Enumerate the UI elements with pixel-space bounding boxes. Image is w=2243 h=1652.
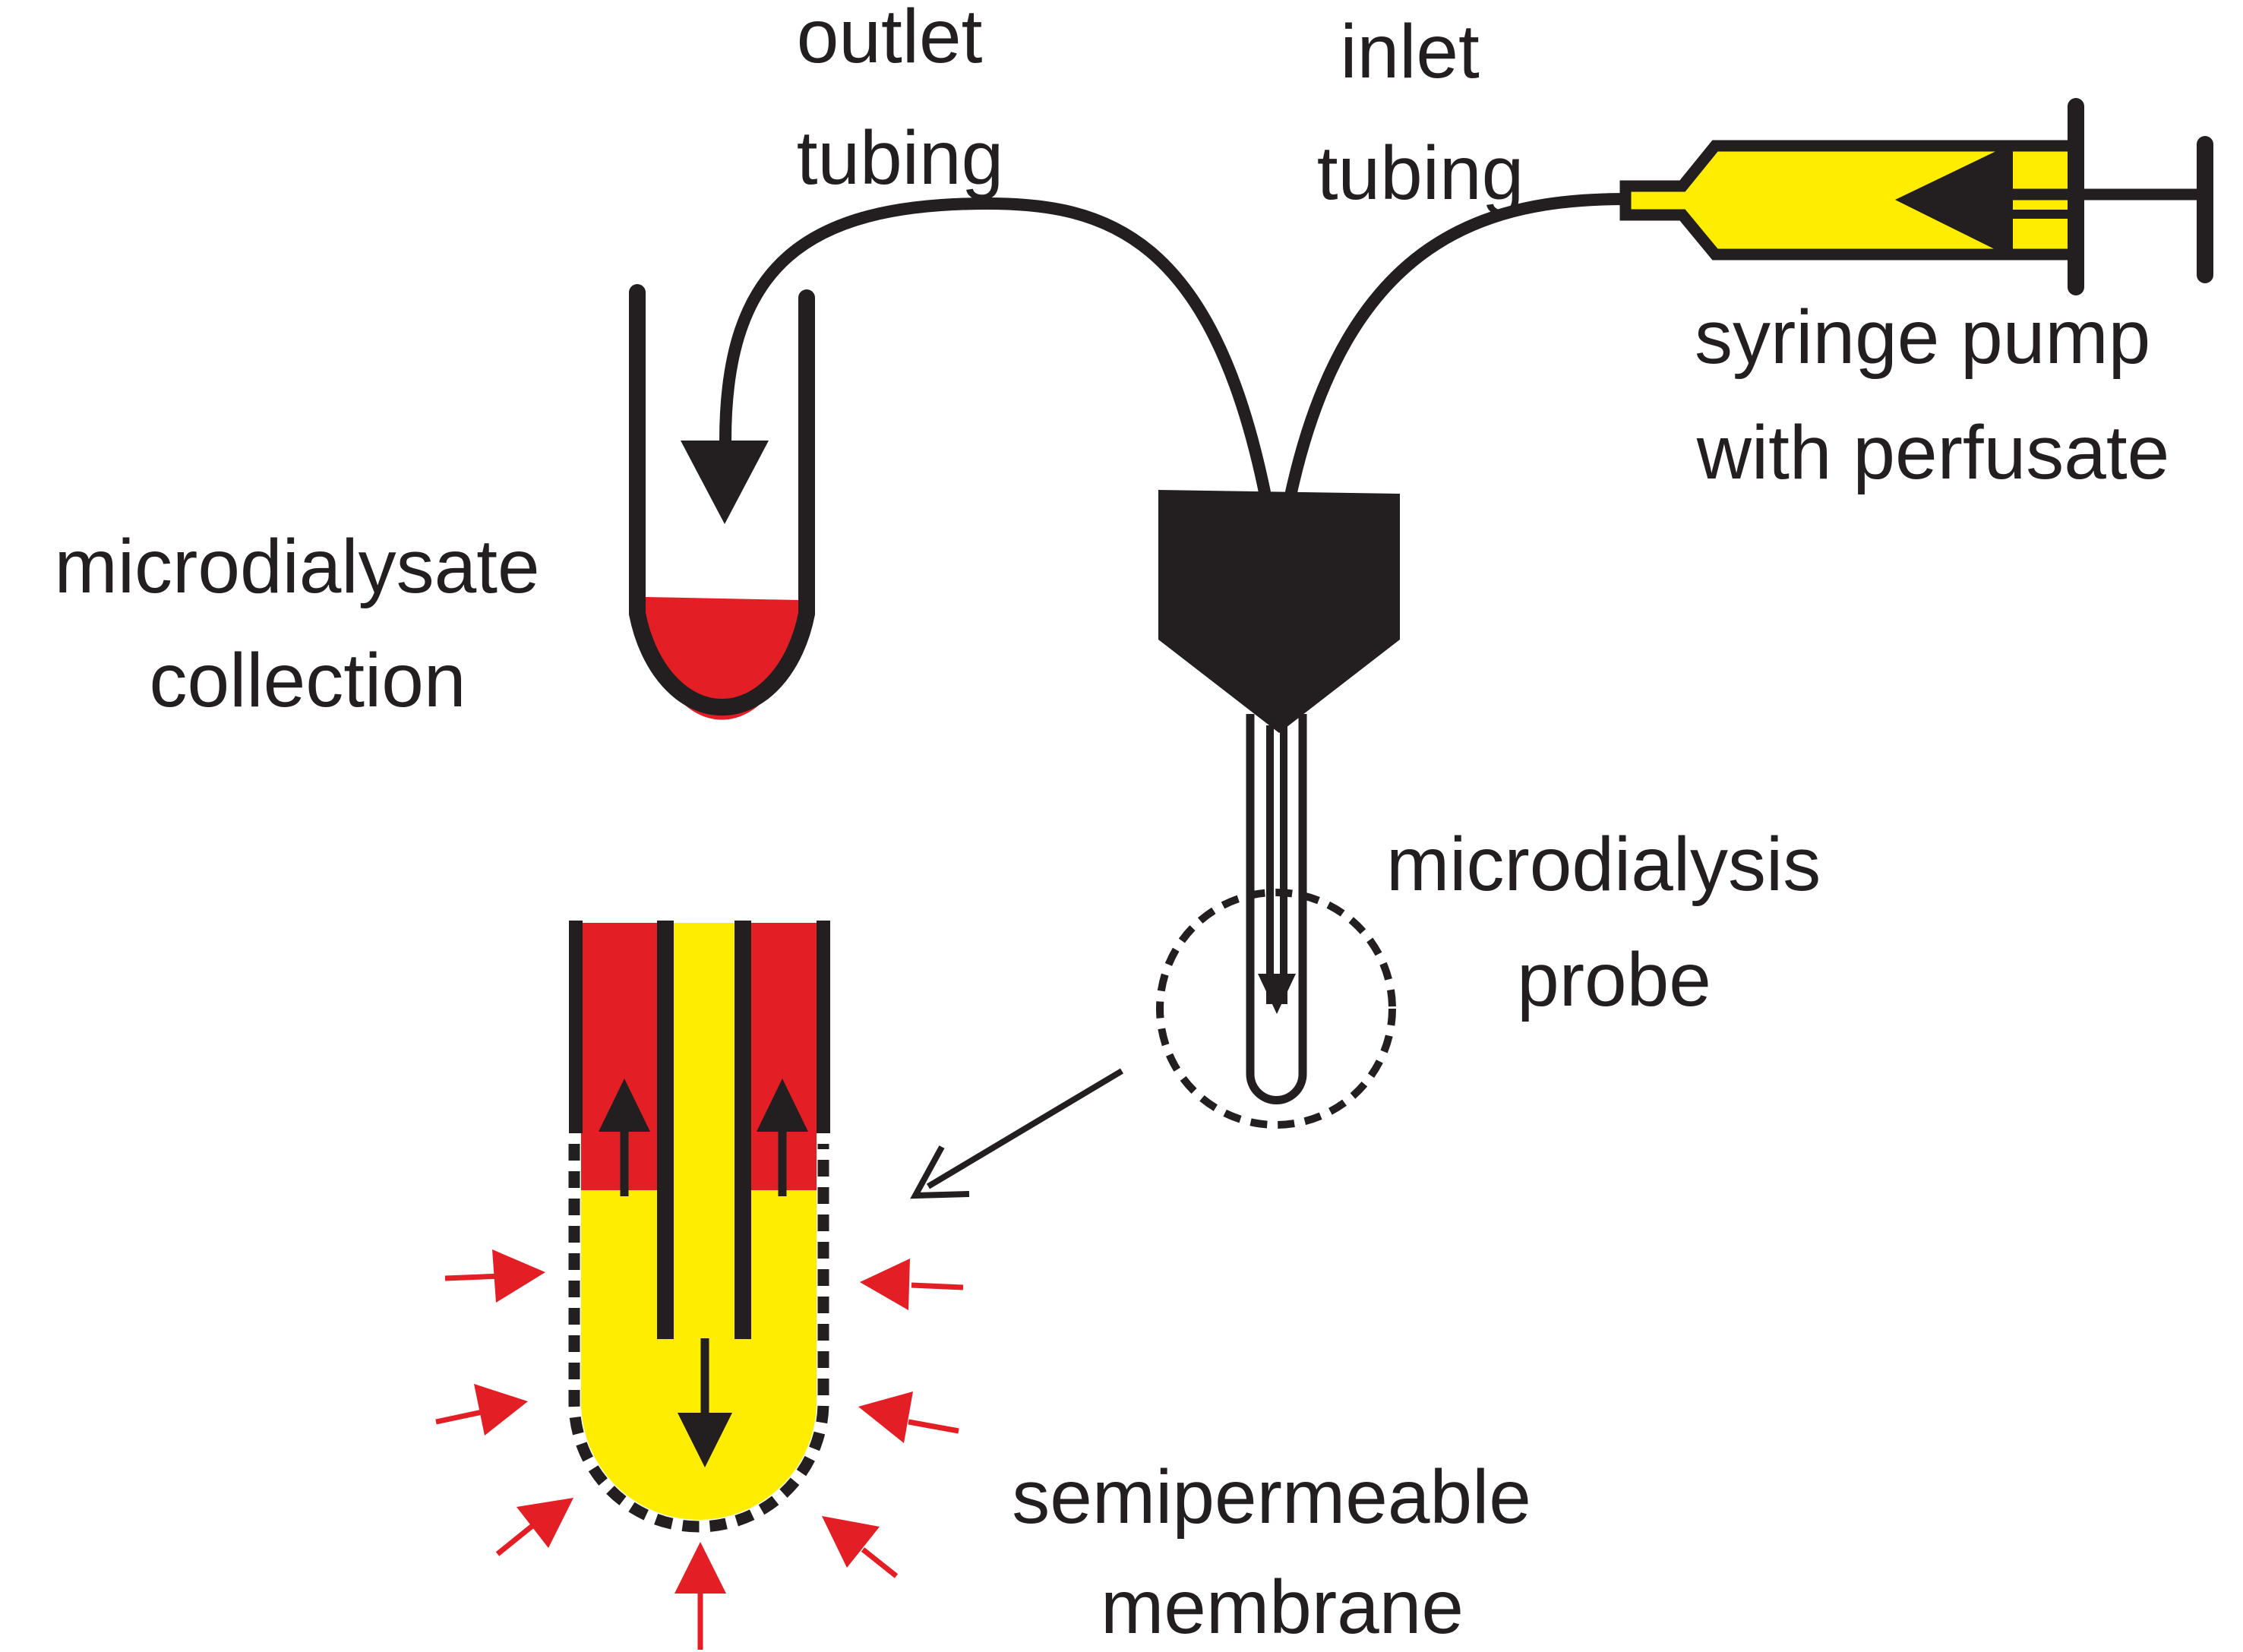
diffusion-arrow (435, 1384, 528, 1436)
zoom-arrow (926, 1068, 1124, 1189)
diffusion-arrow (444, 1249, 545, 1303)
diffusion-arrow (495, 1498, 573, 1556)
outlet-tubing (719, 197, 1271, 498)
diffusion-arrow (822, 1516, 899, 1578)
collection-label: microdialysate collection (55, 524, 561, 723)
up-flow-arrow-left (599, 1079, 650, 1196)
collection-tube (629, 284, 815, 720)
zoom-arrow-head (910, 1145, 970, 1199)
inlet-tubing-label: inlet tubing (1317, 9, 1524, 216)
diffusion-arrow (674, 1542, 726, 1650)
collection-tube-wall (629, 284, 815, 716)
diffusion-arrows (435, 1249, 964, 1650)
membrane-label: semipermeable membrane (1012, 1455, 1552, 1650)
probe-label: microdialysis probe (1386, 822, 1842, 1022)
microdialysis-probe (910, 490, 1400, 1199)
probe-flow-arrow (1258, 974, 1296, 1014)
up-flow-arrow-right (757, 1079, 808, 1196)
probe-tip (1246, 1073, 1307, 1104)
semipermeable-membrane (568, 1144, 829, 1533)
outlet-flow-arrow (681, 441, 769, 524)
down-flow-arrow (678, 1338, 732, 1467)
syringe-plunger-tip (1895, 150, 2005, 251)
probe-hub (1158, 490, 1400, 733)
diffusion-arrow (860, 1259, 964, 1310)
syringe-plunger-stopper (1998, 150, 2013, 251)
diffusion-arrow (858, 1391, 959, 1443)
inlet-tubing (1285, 193, 1632, 498)
enlarged-probe-tip (568, 921, 830, 1533)
syringe-pump-label: syringe pump with perfusate (1695, 295, 2172, 495)
probe-zoom-circle (1156, 889, 1396, 1129)
outlet-tubing-label: outlet tubing (797, 0, 1003, 201)
syringe-pump (1619, 98, 2213, 295)
